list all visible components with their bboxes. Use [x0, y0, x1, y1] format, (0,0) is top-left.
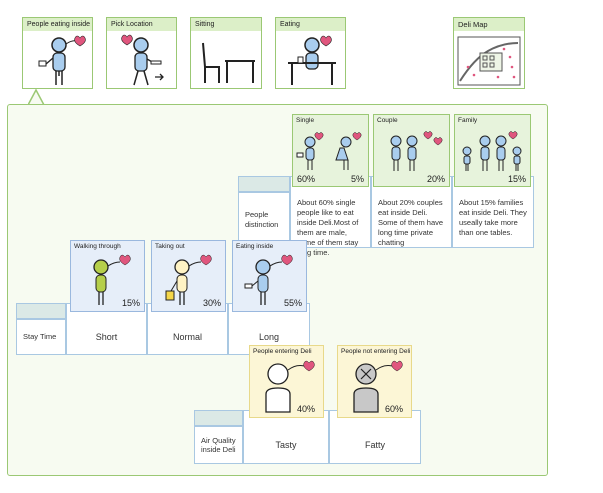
person-eating-icon — [38, 35, 86, 85]
single-card[interactable]: Single 60% 5% — [292, 114, 369, 187]
chair-table-icon — [202, 42, 255, 83]
air-fatty: Fatty — [329, 410, 421, 464]
single-male-percent: 60% — [297, 174, 316, 184]
callout-pointer — [28, 88, 45, 106]
couple-icon — [390, 131, 443, 171]
tile-pick-location[interactable]: Pick Location — [106, 17, 177, 89]
eating-inside-percent: 55% — [283, 298, 302, 308]
card-title: People entering Deli — [253, 348, 312, 355]
couple-percent: 20% — [426, 174, 445, 184]
stay-time-label: Stay Time — [16, 319, 66, 355]
couple-description: About 20% couples eat inside Deli. Some … — [371, 176, 452, 248]
entering-person-icon — [265, 360, 315, 413]
takeout-percent: 30% — [202, 298, 221, 308]
single-female-percent: 5% — [350, 174, 364, 184]
air-quality-label: Air Quality inside Deli — [194, 426, 243, 464]
air-table-header — [194, 410, 243, 426]
people-not-entering-card[interactable]: People not entering Deli 60% — [337, 345, 412, 418]
tile-deli-map[interactable]: Deli Map — [453, 17, 525, 89]
taking-out-card[interactable]: Taking out 30% — [151, 240, 226, 312]
not-entering-percent: 60% — [384, 404, 403, 414]
tile-people-eating-inside[interactable]: People eating inside — [22, 17, 93, 89]
walking-person-icon — [93, 254, 131, 305]
couple-card[interactable]: Couple 20% — [373, 114, 450, 187]
not-entering-person-icon — [353, 360, 403, 413]
person-walking-tray-icon — [121, 34, 164, 86]
card-title: People not entering Deli — [341, 348, 411, 355]
detail-panel: People distinction About 60% single peop… — [7, 104, 548, 476]
air-tasty: Tasty — [243, 410, 329, 464]
map-icon — [457, 36, 521, 86]
card-title: Couple — [377, 117, 398, 124]
tile-label: Sitting — [191, 18, 261, 31]
walking-through-card[interactable]: Walking through 15% — [70, 240, 145, 312]
card-title: Taking out — [155, 243, 185, 250]
card-title: Eating inside — [236, 243, 274, 250]
card-title: Walking through — [74, 243, 121, 250]
people-entering-card[interactable]: People entering Deli 40% — [249, 345, 324, 418]
card-title: Single — [296, 117, 315, 124]
tile-label: Eating — [276, 18, 345, 31]
eating-inside-card[interactable]: Eating inside 55% — [232, 240, 307, 312]
people-distinction-label: People distinction — [238, 192, 290, 248]
person-at-table-icon — [288, 35, 336, 85]
tile-label: Deli Map — [454, 18, 524, 31]
entering-percent: 40% — [296, 404, 315, 414]
tile-eating[interactable]: Eating — [275, 17, 346, 89]
stay-table-header — [16, 303, 66, 319]
family-description: About 15% families eat inside Deli. They… — [452, 176, 534, 248]
single-people-icon — [296, 132, 362, 170]
family-card[interactable]: Family 15% — [454, 114, 531, 187]
tile-sitting[interactable]: Sitting — [190, 17, 262, 89]
card-title: Family — [458, 117, 478, 124]
tile-label: Pick Location — [107, 18, 176, 31]
family-icon — [462, 131, 522, 171]
eating-person-icon — [244, 254, 293, 305]
people-table-header — [238, 176, 290, 192]
takeout-person-icon — [165, 254, 212, 305]
walking-percent: 15% — [121, 298, 140, 308]
family-percent: 15% — [507, 174, 526, 184]
tile-label: People eating inside — [23, 18, 92, 31]
